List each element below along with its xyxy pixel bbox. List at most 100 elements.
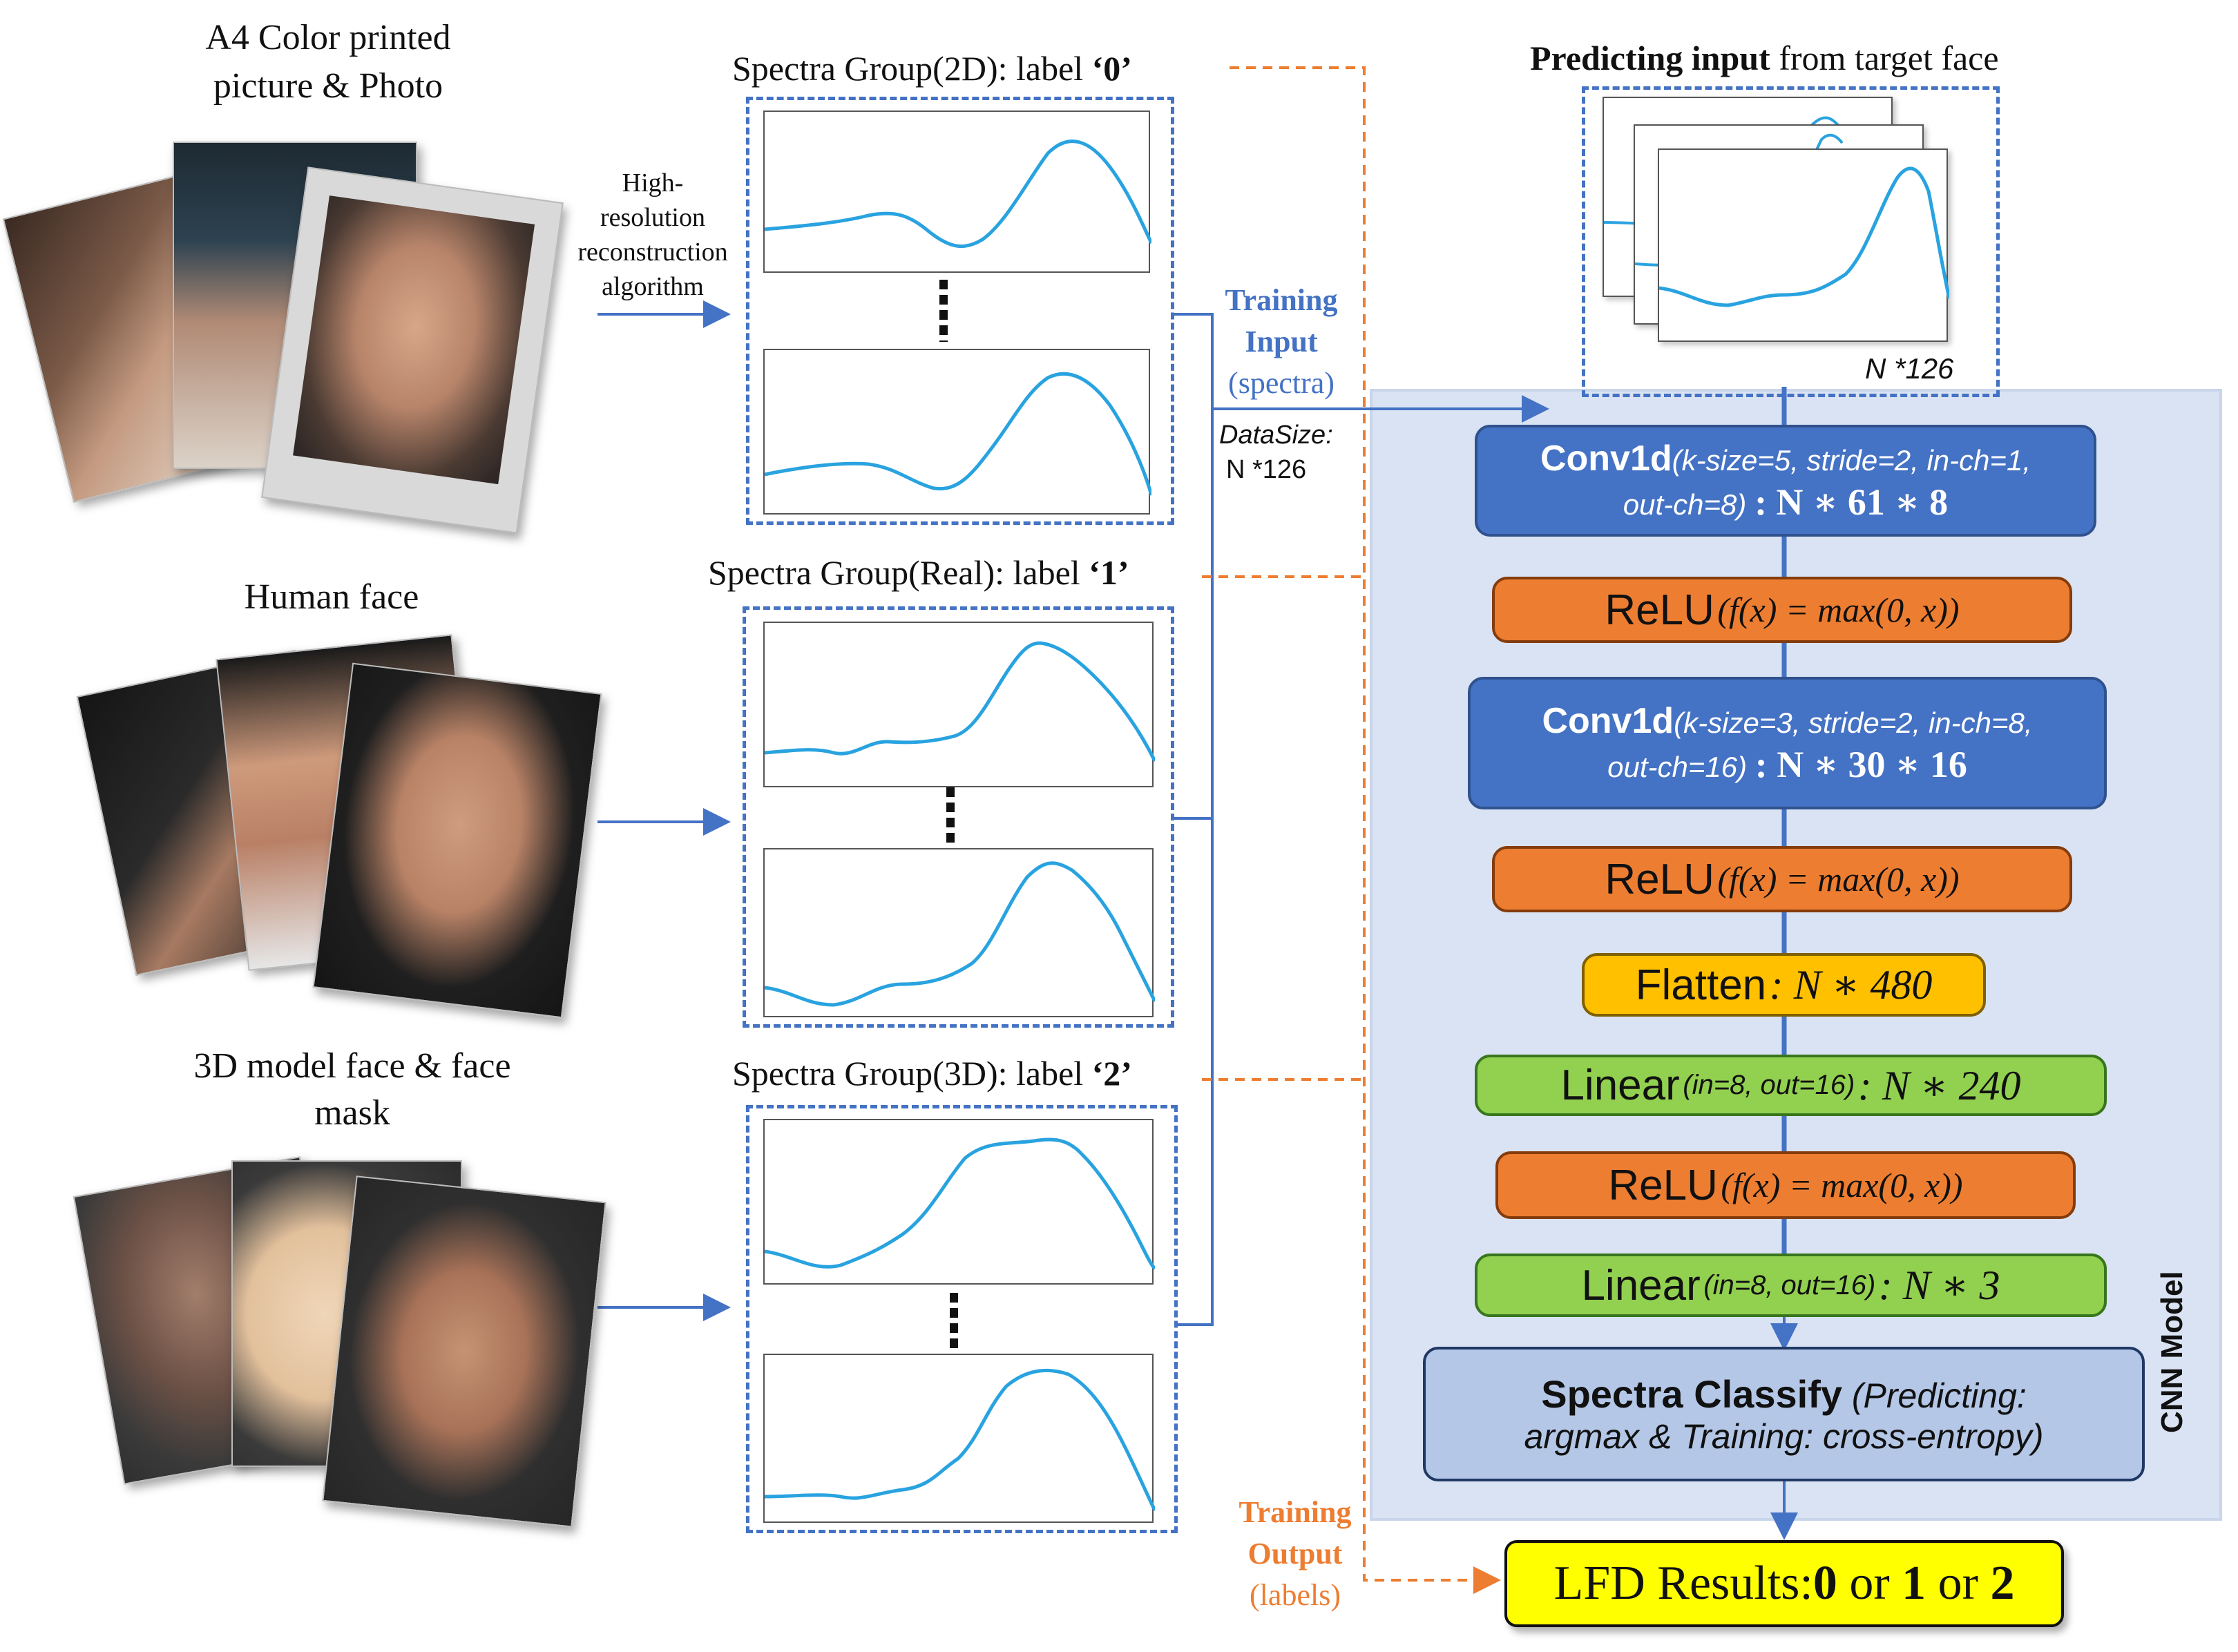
label-line-top <box>1230 66 1501 1594</box>
group1-title-line2: picture & Photo <box>213 66 443 106</box>
training-output-label: Training Output (labels) <box>1219 1492 1371 1616</box>
conv2-line1: Conv1d(k-size=3, stride=2, in-ch=8, <box>1542 700 2032 742</box>
algorithm-line1: High- <box>622 169 684 198</box>
result-value-0: 0 <box>1813 1557 1837 1610</box>
plot-3d-b-svg <box>765 1368 1155 1512</box>
training-input-line1: Training <box>1225 283 1338 317</box>
predict-title: Predicting input from target face <box>1530 38 1999 78</box>
plot-real-a-svg <box>765 641 1155 762</box>
result-prefix: LFD Results: <box>1553 1557 1813 1610</box>
curve-3d-a <box>765 1137 1155 1270</box>
spectra-box-3d <box>746 1105 1178 1533</box>
result-value-1: 1 <box>1902 1557 1926 1610</box>
ellipsis-2d <box>939 280 948 342</box>
plot-2d-a-svg <box>765 140 1151 249</box>
classify-line1: Spectra Classify (Predicting: <box>1541 1372 2027 1416</box>
predict-box <box>1582 86 2000 397</box>
result-or-2: or <box>1926 1557 1991 1610</box>
group3-title: 3D model face & face mask <box>138 1043 566 1137</box>
predict-title-rest: from target face <box>1770 39 1999 77</box>
plot-2d-b <box>763 349 1151 515</box>
result-or-1: or <box>1837 1557 1902 1610</box>
algorithm-line2: resolution <box>600 203 705 232</box>
conv2-name: Conv1d <box>1542 701 1674 741</box>
datasize-text: DataSize: <box>1219 421 1333 450</box>
conv1d-layer-2: Conv1d(k-size=3, stride=2, in-ch=8, out-… <box>1468 677 2107 809</box>
training-input-line2: Input <box>1245 325 1318 358</box>
plot-2d-b-svg <box>765 372 1151 496</box>
cnn-model-label: CNN Model <box>2155 1271 2189 1433</box>
linear1-params: (in=8, out=16) <box>1683 1070 1855 1100</box>
conv1d-layer-1: Conv1d(k-size=5, stride=2, in-ch=1, out-… <box>1475 425 2096 537</box>
plot-real-b <box>763 848 1155 1017</box>
datasize-label: DataSize: N *126 <box>1219 418 1333 487</box>
relu3-name: ReLU <box>1608 1161 1718 1209</box>
linear1-shape: : N ∗ 240 <box>1857 1062 2021 1108</box>
result-value-2: 2 <box>1990 1557 2015 1610</box>
linear-layer-2: Linear (in=8, out=16) : N ∗ 3 <box>1475 1254 2107 1317</box>
conv2-params-b: out-ch=16) <box>1607 751 1748 783</box>
group1-title-line1: A4 Color printed <box>205 18 451 57</box>
training-output-line1: Training <box>1238 1495 1352 1529</box>
group1-title: A4 Color printed picture & Photo <box>104 14 553 111</box>
photo-2d-front <box>261 166 564 534</box>
relu-layer-3: ReLU (f(x) = max(0, x)) <box>1495 1151 2076 1219</box>
curve-2d-a <box>765 140 1151 249</box>
training-output-line3: (labels) <box>1250 1578 1341 1612</box>
curve-2d-b <box>765 372 1151 496</box>
relu2-formula: (f(x) = max(0, x)) <box>1717 860 1960 899</box>
linear2-params: (in=8, out=16) <box>1703 1269 1876 1300</box>
algorithm-line3: reconstruction <box>577 238 728 267</box>
linear2-shape: : N ∗ 3 <box>1878 1262 2000 1308</box>
relu1-name: ReLU <box>1605 586 1714 634</box>
photo-3d-front <box>322 1175 606 1528</box>
linear1-name: Linear <box>1560 1062 1680 1109</box>
linear-layer-1: Linear (in=8, out=16) : N ∗ 240 <box>1475 1055 2107 1116</box>
spectra-2d-label: ‘0’ <box>1091 49 1132 88</box>
spectra-group-2d-title: Spectra Group(2D): label ‘0’ <box>732 48 1132 88</box>
spectra-real-prefix: Spectra Group(Real): label <box>708 553 1089 592</box>
conv2-shape: : N ∗ 30 ∗ 16 <box>1754 744 1967 785</box>
linear2-name: Linear <box>1581 1261 1701 1309</box>
plot-3d-a <box>763 1119 1155 1285</box>
conv1-line1: Conv1d(k-size=5, stride=2, in-ch=1, <box>1540 438 2031 479</box>
predict-plot-front-svg <box>1659 166 1949 307</box>
spectra-classify-layer: Spectra Classify (Predicting: argmax & T… <box>1423 1347 2145 1481</box>
plot-3d-a-svg <box>765 1137 1155 1270</box>
plot-3d-b <box>763 1354 1155 1523</box>
flatten-shape: : N ∗ 480 <box>1769 962 1933 1008</box>
predict-plot-front <box>1658 148 1949 342</box>
relu-layer-1: ReLU (f(x) = max(0, x)) <box>1492 577 2072 643</box>
conv2-line2: out-ch=16) : N ∗ 30 ∗ 16 <box>1607 742 1967 786</box>
predict-size: N *126 <box>1865 352 1954 385</box>
spectra-2d-prefix: Spectra Group(2D): label <box>732 49 1092 88</box>
conv1-shape: : N ∗ 61 ∗ 8 <box>1754 481 1949 523</box>
group2-title: Human face <box>244 577 419 617</box>
ellipsis-real <box>946 787 955 849</box>
spectra-real-label: ‘1’ <box>1089 553 1129 592</box>
plot-real-a <box>763 622 1155 787</box>
face-2d <box>293 195 535 485</box>
ellipsis-3d <box>950 1293 958 1355</box>
relu-layer-2: ReLU (f(x) = max(0, x)) <box>1492 846 2072 912</box>
spectra-group-3d-title: Spectra Group(3D): label ‘2’ <box>732 1053 1132 1093</box>
spectra-3d-label: ‘2’ <box>1091 1054 1132 1093</box>
lfd-results-box: LFD Results: 0 or 1 or 2 <box>1504 1540 2064 1627</box>
relu3-formula: (f(x) = max(0, x)) <box>1721 1166 1963 1204</box>
training-output-line2: Output <box>1247 1537 1343 1571</box>
conv1-params-b: out-ch=8) <box>1623 488 1747 521</box>
flatten-name: Flatten <box>1635 961 1767 1009</box>
spectra-group-real-title: Spectra Group(Real): label ‘1’ <box>708 553 1129 593</box>
conv2-params-a: (k-size=3, stride=2, in-ch=8, <box>1674 707 2033 739</box>
curve-real-b <box>765 861 1155 1007</box>
relu1-formula: (f(x) = max(0, x)) <box>1717 590 1960 629</box>
training-input-label: Training Input (spectra) <box>1205 280 1357 404</box>
spectra-3d-prefix: Spectra Group(3D): label <box>732 1054 1092 1093</box>
plot-real-b-svg <box>765 861 1155 1007</box>
curve-3d-b <box>765 1368 1155 1512</box>
flatten-layer: Flatten : N ∗ 480 <box>1582 953 1986 1017</box>
classify-line2: argmax & Training: cross-entropy) <box>1524 1417 2044 1456</box>
predict-curve <box>1659 166 1949 307</box>
classify-name: Spectra Classify <box>1541 1372 1842 1416</box>
relu2-name: ReLU <box>1605 855 1714 903</box>
